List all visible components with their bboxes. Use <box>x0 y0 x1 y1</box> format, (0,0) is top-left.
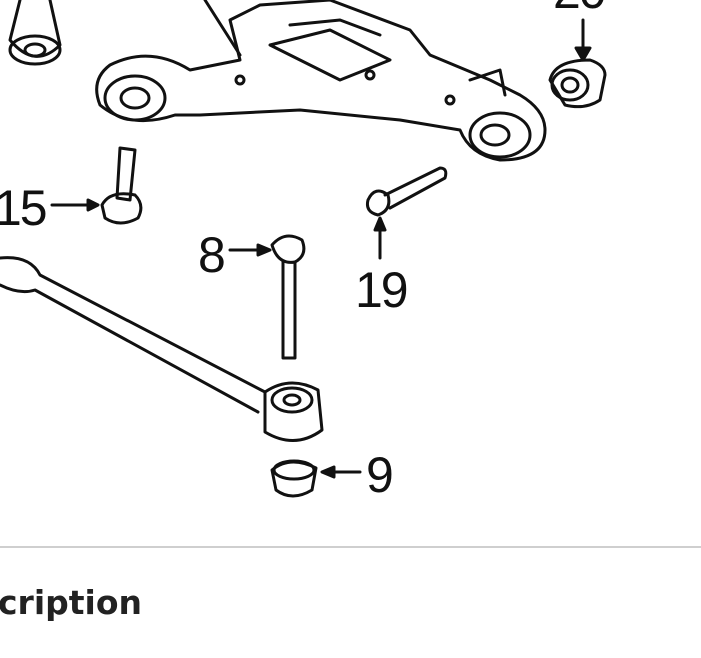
bolt-19 <box>366 166 448 260</box>
lower-control-arm <box>95 0 547 162</box>
callout-19: 19 <box>355 262 409 318</box>
callout-15: 15 <box>0 180 48 236</box>
callout-9: 9 <box>366 447 394 503</box>
suspension-diagram-drawing <box>0 0 607 498</box>
bushing-top-left <box>8 0 62 66</box>
nut-9 <box>270 459 362 498</box>
bolt-8 <box>228 234 306 360</box>
description-heading: cription <box>0 583 143 622</box>
bushing-20 <box>548 18 607 109</box>
bolt-15 <box>50 146 143 225</box>
callout-20: 20 <box>553 0 607 16</box>
stabilizer-link <box>0 256 324 442</box>
callout-8: 8 <box>198 227 226 283</box>
section-divider <box>0 546 701 548</box>
